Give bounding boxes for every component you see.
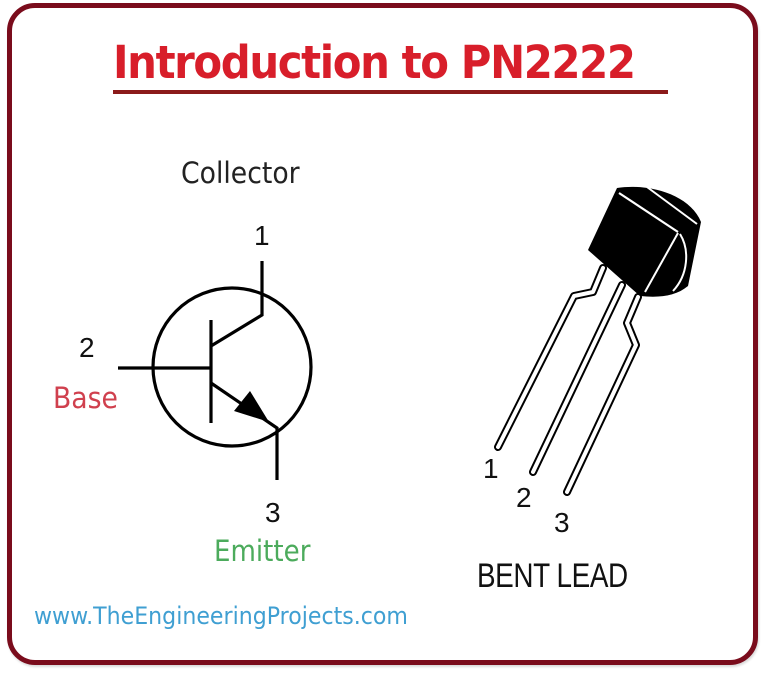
collector-label: Collector <box>181 156 300 190</box>
package-top-edge <box>618 192 679 233</box>
emitter-pin-number: 3 <box>265 497 281 528</box>
lead-1-fill <box>496 266 605 449</box>
to92-package-icon <box>494 186 701 496</box>
website-link[interactable]: www.TheEngineeringProjects.com <box>34 602 408 630</box>
collector-pin-number: 1 <box>254 220 270 251</box>
package-lead-3-label: 3 <box>554 507 570 538</box>
package-body <box>588 186 701 297</box>
package-flat-edge <box>646 186 698 225</box>
lead-3-fill <box>565 295 640 494</box>
page-title: Introduction to PN2222 <box>113 36 636 89</box>
package-caption: BENT LEAD <box>477 557 628 595</box>
lead-2-fill <box>531 283 624 474</box>
emitter-label: Emitter <box>214 534 311 568</box>
title-underline <box>113 90 668 94</box>
package-lead-1-label: 1 <box>483 453 499 484</box>
collector-lead <box>210 261 264 348</box>
package-front-edge <box>644 232 679 293</box>
package-lead-2-label: 2 <box>516 482 532 513</box>
base-pin-number: 2 <box>79 332 95 363</box>
package-side-edge <box>672 233 688 292</box>
emitter-arrow-icon <box>234 391 269 422</box>
emitter-lead <box>210 381 279 480</box>
base-label: Base <box>53 381 118 415</box>
npn-transistor-symbol-icon <box>118 261 313 480</box>
